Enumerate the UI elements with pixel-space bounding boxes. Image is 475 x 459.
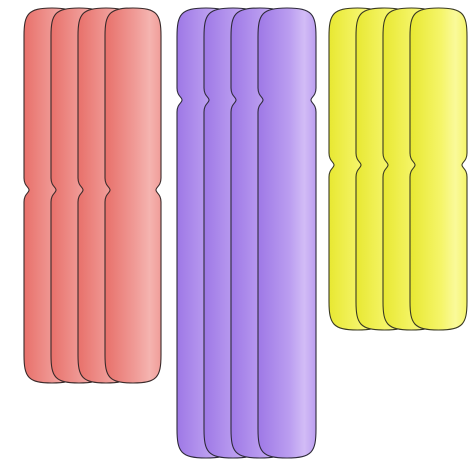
chromosome-group-purple bbox=[177, 8, 316, 458]
chromatid-4 bbox=[410, 8, 467, 330]
chromatid-4 bbox=[258, 8, 316, 458]
chromosome-group-red bbox=[24, 8, 161, 383]
chromosome-group-yellow bbox=[329, 8, 467, 330]
chromatid-4 bbox=[105, 8, 161, 383]
